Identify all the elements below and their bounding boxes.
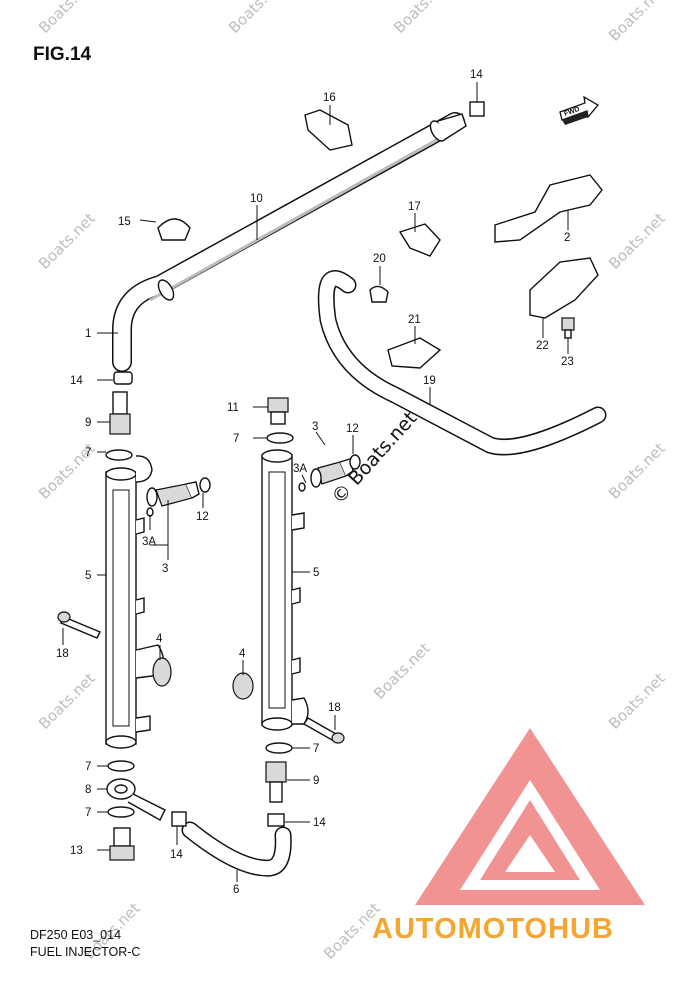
washer-7 (107, 806, 135, 818)
automotohub-logo: AUTOMOTOHUB (372, 728, 645, 945)
callout-18: 18 (56, 648, 69, 660)
callout-22: 22 (536, 340, 549, 352)
callout-7: 7 (233, 433, 239, 445)
callout-1: 1 (85, 328, 91, 340)
bolt-11 (267, 397, 289, 425)
callout-4: 4 (239, 648, 246, 660)
watermark-text: Boats.net (605, 439, 669, 503)
washer-7 (105, 449, 133, 461)
clip-14 (113, 371, 133, 385)
fuel-hose-6 (181, 821, 292, 877)
callout-9: 9 (313, 775, 319, 787)
callout-6: 6 (233, 884, 239, 896)
clip-14 (267, 813, 285, 827)
callout-13: 13 (70, 845, 83, 857)
bolt-18-left (57, 611, 101, 639)
callout-3: 3 (312, 421, 318, 433)
fuel-hose-10 (112, 112, 467, 372)
o-ring-12-left (199, 477, 211, 493)
grommet-4-right (232, 672, 254, 700)
callout-23: 23 (561, 356, 574, 368)
callout-5: 5 (313, 567, 319, 579)
clamp-21 (387, 337, 442, 369)
callout-15: 15 (118, 216, 131, 228)
bracket-22 (529, 257, 599, 319)
callout-19: 19 (423, 375, 436, 387)
clamp-17 (398, 223, 441, 257)
leader-lines (62, 82, 569, 882)
callout-14: 14 (470, 69, 483, 81)
callout-2: 2 (564, 232, 570, 244)
clip-14 (171, 811, 187, 827)
bolt-18-right (303, 717, 345, 744)
banjo-fitting-8 (106, 778, 166, 821)
callout-12: 12 (346, 423, 359, 435)
watermark-text: Boats.net (605, 209, 669, 273)
washer-7 (107, 760, 135, 772)
callout-4: 4 (156, 633, 163, 645)
fuel-hose-19 (317, 270, 607, 456)
callout-11: 11 (227, 402, 239, 414)
clamp-16 (304, 109, 353, 151)
fitting-9-bottom (265, 761, 287, 803)
o-ring-3a-left (146, 507, 154, 517)
callout-3a: 3A (293, 463, 307, 475)
watermark-text: Boats.net (35, 0, 99, 37)
o-ring-3a-right (298, 482, 306, 492)
injector-left (146, 481, 200, 507)
fitting-9-top (109, 391, 131, 435)
callout-16: 16 (323, 92, 336, 104)
washer-7 (265, 742, 293, 754)
clamp-20 (369, 285, 389, 303)
watermark-text: Boats.net (35, 669, 99, 733)
callout-18: 18 (328, 702, 341, 714)
figure-code: DF250 E03_014 (30, 928, 122, 942)
watermark-text: Boats.net (605, 0, 669, 45)
watermark-text: Boats.net (35, 209, 99, 273)
callout-17: 17 (408, 201, 421, 213)
watermark-text: Boats.net (225, 0, 289, 37)
watermark-text: Boats.net (605, 669, 669, 733)
callout-9: 9 (85, 417, 91, 429)
bracket-2 (494, 174, 603, 243)
callout-14: 14 (313, 817, 326, 829)
callout-10: 10 (250, 193, 263, 205)
callout-21: 21 (408, 314, 421, 326)
o-ring-12-right (349, 454, 361, 470)
clamp-15 (157, 218, 191, 241)
callout-14: 14 (70, 375, 83, 387)
grommet-4-left (152, 657, 172, 687)
callout-labels: 1 2 3 3 3A 3A 4 4 5 5 6 7 7 7 7 7 8 9 9 … (56, 69, 574, 896)
fwd-arrow-icon: FWD (559, 95, 599, 125)
clip-14 (469, 101, 485, 117)
callout-20: 20 (373, 253, 386, 265)
watermark-text: Boats.net (390, 0, 454, 37)
figure-caption: FUEL INJECTOR-C (30, 945, 141, 959)
watermark-text: Boats.net (370, 639, 434, 703)
callout-3a: 3A (142, 536, 156, 548)
callout-14: 14 (170, 849, 183, 861)
washer-7 (266, 432, 294, 444)
figure-title: FIG.14 (33, 44, 92, 65)
bolt-13 (109, 827, 135, 861)
callout-7: 7 (85, 447, 91, 459)
callout-7: 7 (85, 807, 91, 819)
center-watermark: © Boats.net (327, 407, 421, 508)
callout-3: 3 (162, 563, 168, 575)
bolt-23 (561, 317, 575, 339)
callout-12: 12 (196, 511, 209, 523)
callout-7: 7 (313, 743, 319, 755)
callout-8: 8 (85, 784, 91, 796)
callout-5: 5 (85, 570, 91, 582)
callout-7: 7 (85, 761, 91, 773)
fuel-rail-right (261, 449, 309, 731)
logo-text: AUTOMOTOHUB (372, 913, 614, 945)
